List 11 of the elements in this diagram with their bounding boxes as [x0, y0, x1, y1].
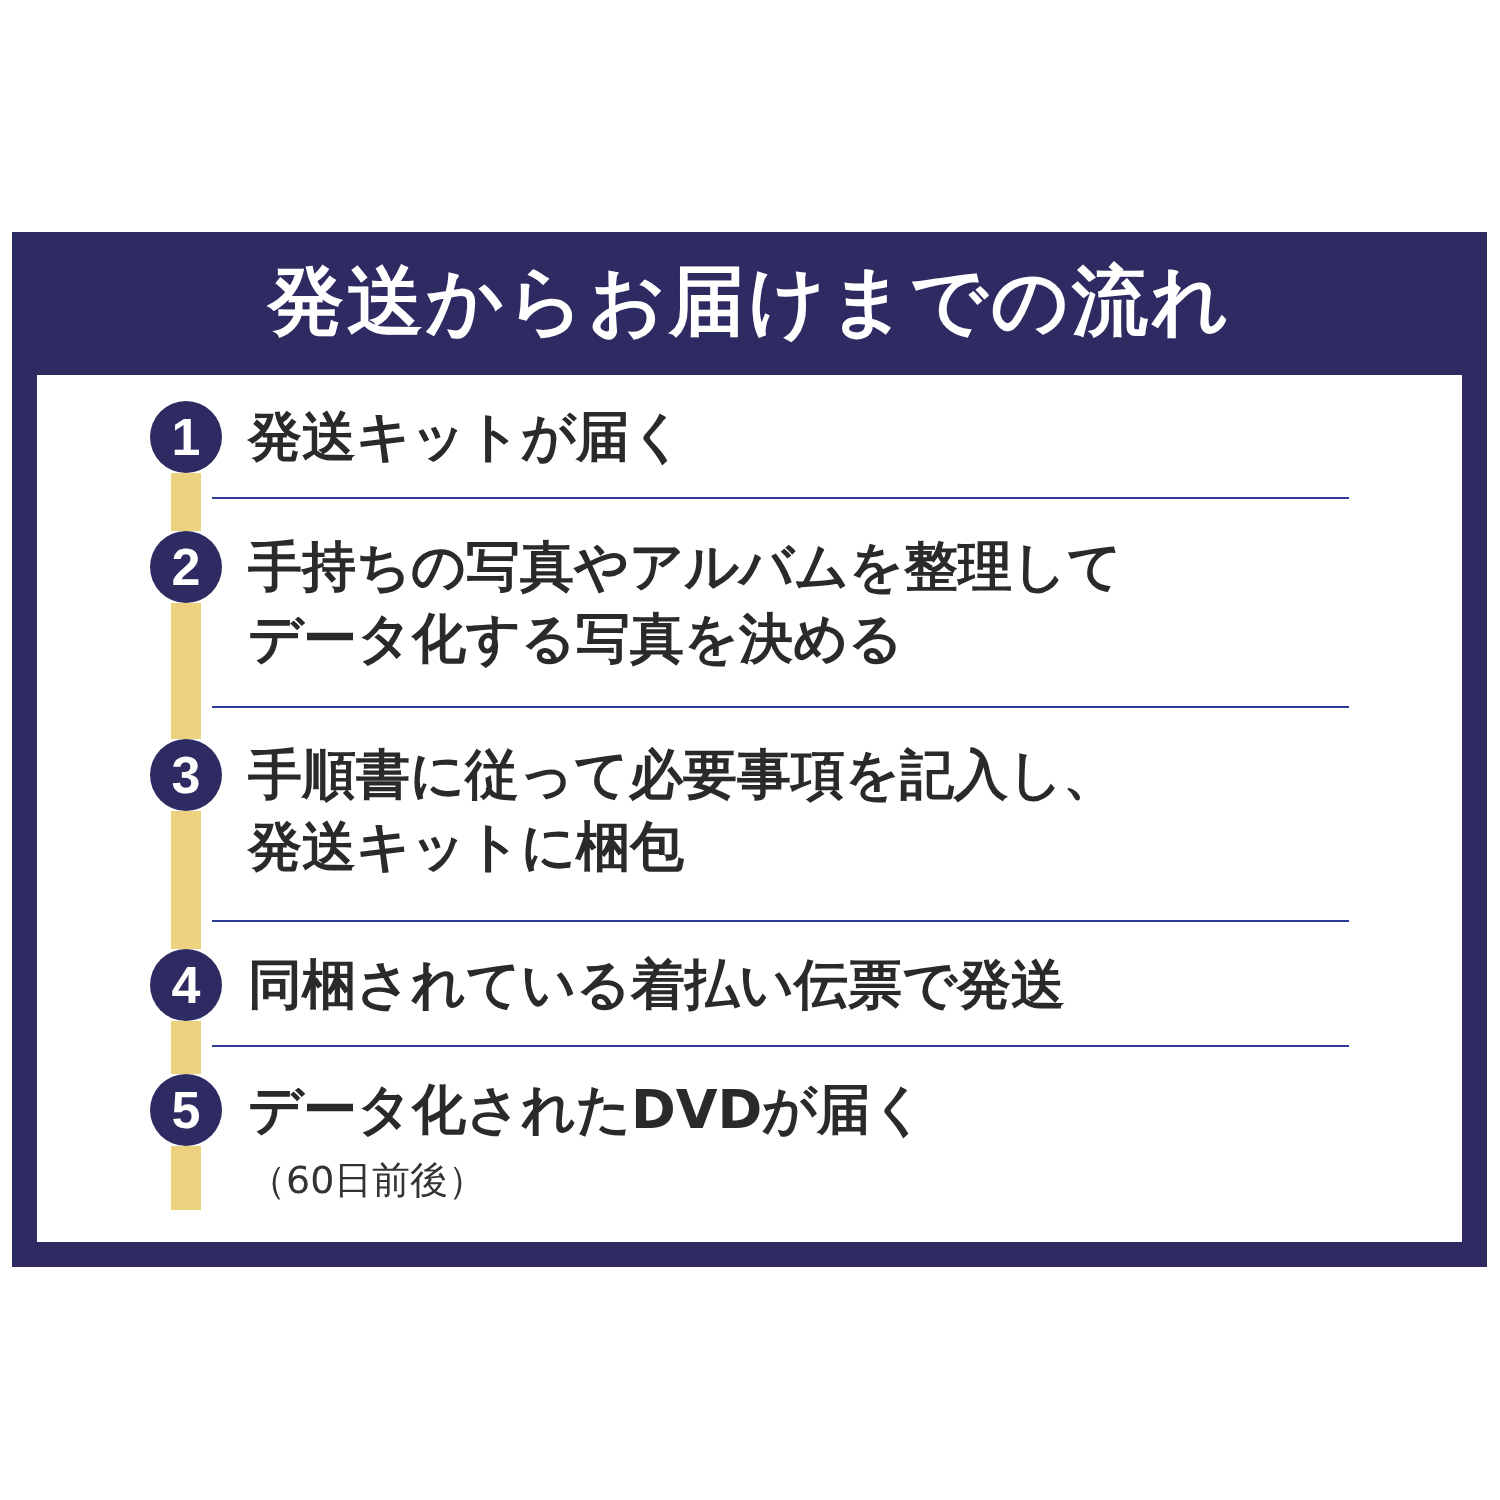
step-text: 同梱されている着払い伝票で発送 [248, 952, 1066, 1018]
timeline-connector [171, 811, 201, 949]
step-text: 発送キットが届く [248, 404, 686, 470]
timeline-connector [171, 1021, 201, 1074]
step-text: 手持ちの写真やアルバムを整理してデータ化する写真を決める [248, 534, 1123, 672]
timeline-connector [171, 603, 201, 739]
title: 発送からお届けまでの流れ [266, 256, 1233, 346]
timeline-connector [171, 473, 201, 531]
step-text: 手順書に従って必要事項を記入し、発送キットに梱包 [248, 742, 1118, 880]
step-text: データ化されたDVDが届く [248, 1077, 928, 1143]
step-note: （60日前後） [248, 1157, 487, 1204]
